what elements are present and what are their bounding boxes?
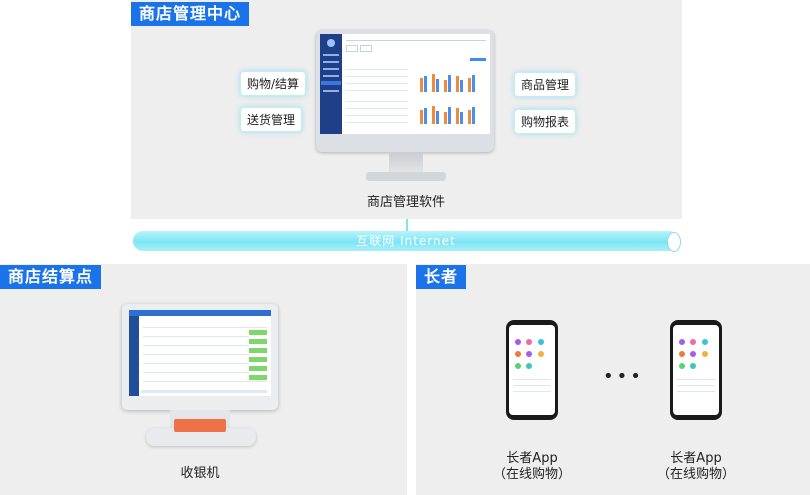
elder-app-subtitle: （在线购物） bbox=[656, 467, 735, 482]
feature-product-management: 商品管理 bbox=[514, 72, 577, 97]
internet-pipe: 互联网 Internet bbox=[133, 231, 679, 251]
desktop-monitor-icon bbox=[316, 30, 494, 152]
feature-delivery-management: 送货管理 bbox=[240, 107, 303, 132]
software-sidebar bbox=[320, 34, 342, 134]
elder-app-name: 长者App bbox=[670, 451, 722, 466]
pos-sidebar bbox=[129, 310, 139, 396]
monitor-base bbox=[366, 172, 446, 181]
store-checkout-tag: 商店结算点 bbox=[0, 265, 102, 289]
pos-base bbox=[146, 428, 256, 446]
ellipsis: ••• bbox=[603, 366, 644, 387]
feature-shopping-checkout: 购物/结算 bbox=[240, 71, 307, 96]
mini-bar-chart-icon bbox=[420, 74, 475, 124]
smartphone-icon bbox=[670, 320, 722, 420]
cash-register-caption: 收银机 bbox=[180, 466, 220, 481]
connector-line bbox=[406, 219, 408, 231]
feature-shopping-report: 购物报表 bbox=[514, 109, 577, 134]
elder-tag: 长者 bbox=[416, 265, 467, 289]
store-management-center-tag: 商店管理中心 bbox=[131, 2, 250, 26]
pos-card-reader bbox=[174, 419, 226, 432]
monitor-neck bbox=[389, 152, 423, 174]
app-screen bbox=[673, 325, 719, 415]
management-software-screen bbox=[320, 34, 490, 134]
pipe-end bbox=[667, 232, 681, 252]
elder-panel bbox=[416, 264, 810, 495]
management-software-caption: 商店管理软件 bbox=[366, 195, 445, 210]
smartphone-icon bbox=[506, 320, 558, 420]
pos-terminal-icon bbox=[122, 304, 278, 410]
elder-app-subtitle: （在线购物） bbox=[492, 467, 571, 482]
pos-screen bbox=[129, 310, 271, 396]
elder-app-name: 长者App bbox=[506, 451, 558, 466]
internet-label: 互联网 Internet bbox=[356, 234, 456, 248]
app-screen bbox=[509, 325, 555, 415]
